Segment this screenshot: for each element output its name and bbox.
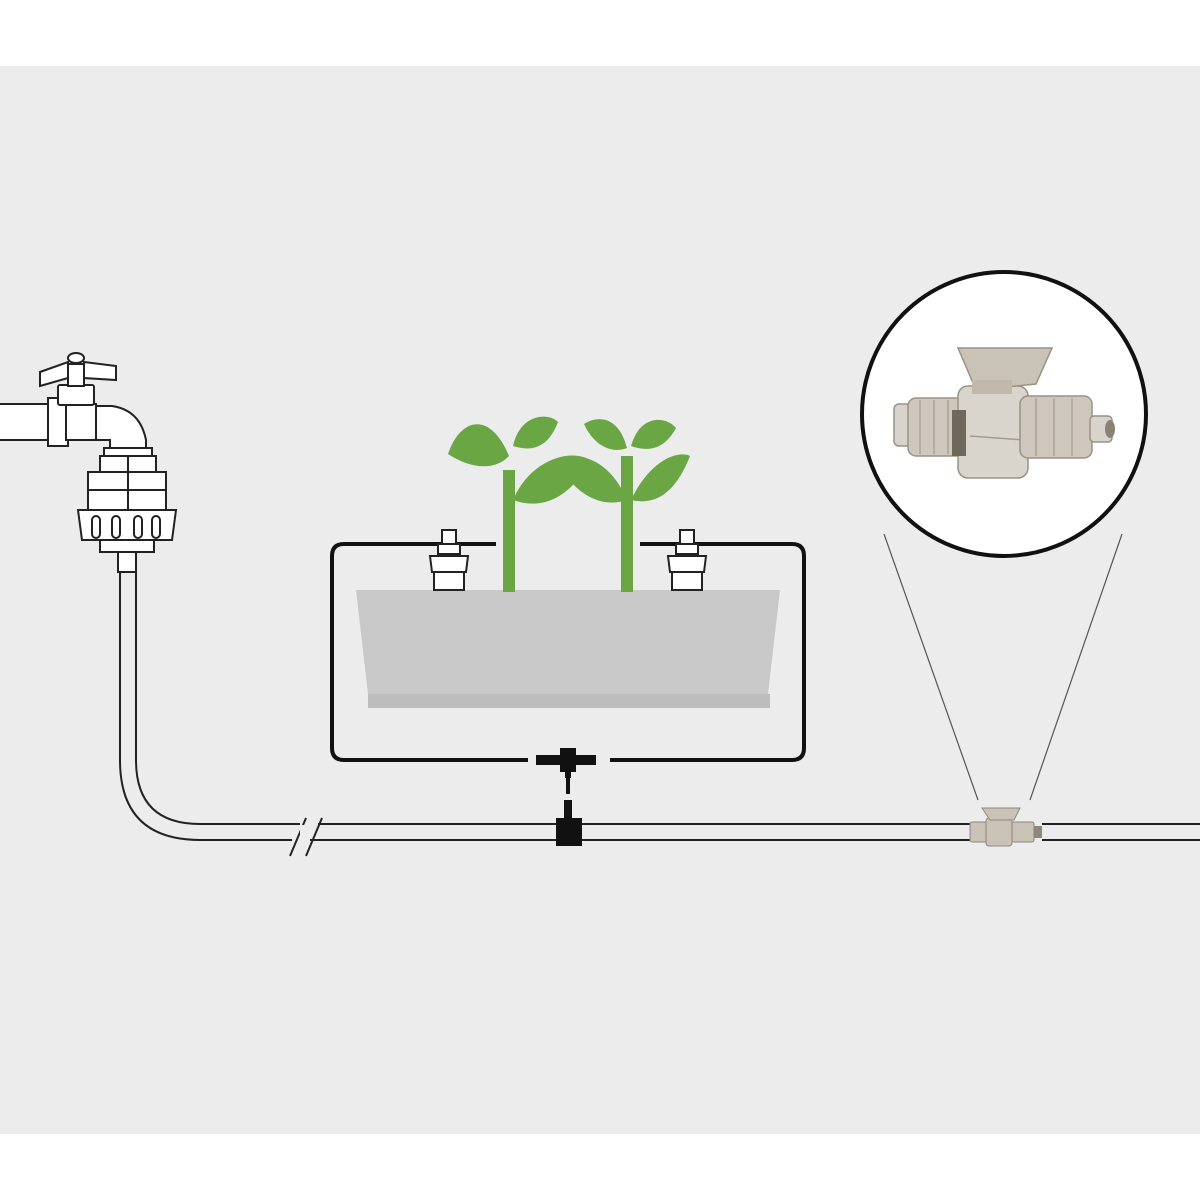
planter-icon bbox=[356, 590, 780, 708]
callout-lines bbox=[883, 533, 1123, 801]
tube-icon bbox=[119, 572, 1200, 841]
tube-gap bbox=[300, 825, 310, 839]
tube-break-mark bbox=[289, 817, 323, 857]
dripper-right bbox=[666, 529, 708, 591]
tee-connector-icon bbox=[536, 748, 596, 846]
dripper-icon bbox=[428, 529, 708, 591]
plant-icon bbox=[448, 416, 690, 592]
planter-base bbox=[368, 694, 770, 708]
planter-body bbox=[356, 590, 780, 694]
valve-closeup-icon bbox=[893, 347, 1115, 479]
valve-callout bbox=[860, 270, 1148, 558]
faucet-icon bbox=[0, 352, 153, 459]
dripper-left bbox=[428, 529, 470, 591]
valve-icon bbox=[969, 807, 1042, 847]
plant-right bbox=[556, 419, 690, 592]
tap-connector-icon bbox=[76, 455, 178, 573]
